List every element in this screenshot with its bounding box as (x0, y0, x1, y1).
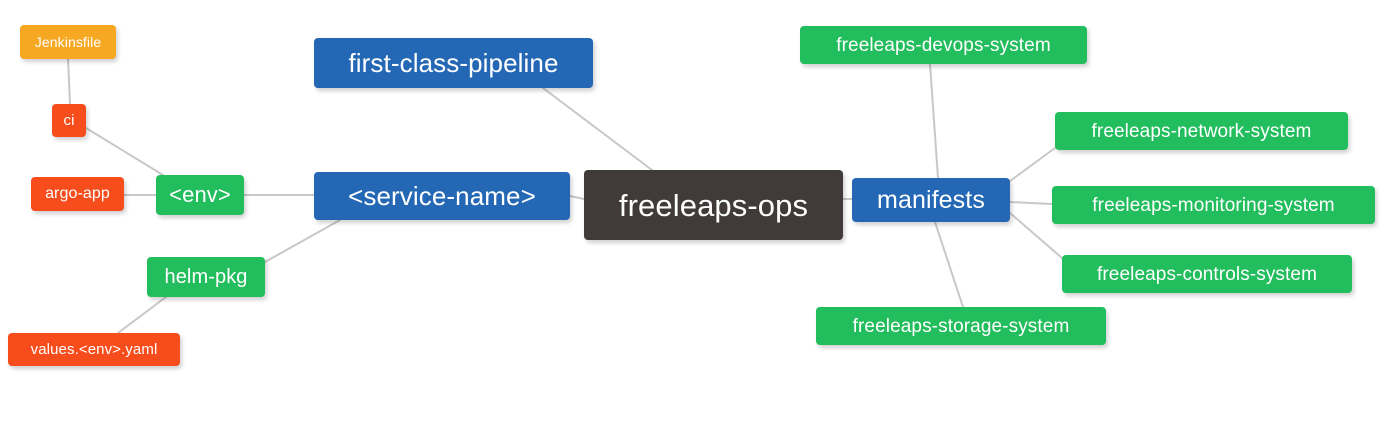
node-label-controls-system: freeleaps-controls-system (1096, 263, 1318, 285)
edge-manifests-to-devops-system (929, 63, 939, 179)
node-label-freeleaps-ops: freeleaps-ops (618, 187, 809, 223)
edge-service-name-to-freeleaps-ops (569, 195, 585, 200)
node-ci[interactable]: ci (52, 104, 86, 137)
node-label-ci: ci (63, 112, 75, 129)
node-service-name[interactable]: <service-name> (314, 172, 570, 220)
node-label-env: <env> (169, 182, 231, 207)
node-label-manifests: manifests (877, 185, 985, 214)
edge-first-class-to-freeleaps-ops (542, 87, 653, 171)
node-label-storage-system: freeleaps-storage-system (852, 315, 1070, 337)
node-label-monitoring-system: freeleaps-monitoring-system (1092, 194, 1335, 216)
node-monitoring-system[interactable]: freeleaps-monitoring-system (1052, 186, 1375, 224)
node-label-helm-pkg: helm-pkg (164, 266, 248, 288)
node-first-class[interactable]: first-class-pipeline (314, 38, 593, 88)
node-env[interactable]: <env> (156, 175, 244, 215)
edge-manifests-to-network-system (1009, 147, 1056, 182)
node-manifests[interactable]: manifests (852, 178, 1010, 222)
node-freeleaps-ops[interactable]: freeleaps-ops (584, 170, 843, 240)
node-argo-app[interactable]: argo-app (31, 177, 124, 211)
node-network-system[interactable]: freeleaps-network-system (1055, 112, 1348, 150)
edge-service-name-to-helm-pkg (264, 219, 341, 263)
edge-jenkinsfile-to-ci (67, 58, 71, 105)
node-label-jenkinsfile: Jenkinsfile (34, 34, 102, 50)
node-label-network-system: freeleaps-network-system (1091, 120, 1312, 142)
node-label-service-name: <service-name> (348, 181, 536, 211)
edge-manifests-to-storage-system (934, 221, 964, 308)
node-storage-system[interactable]: freeleaps-storage-system (816, 307, 1106, 345)
node-jenkinsfile[interactable]: Jenkinsfile (20, 25, 116, 59)
node-controls-system[interactable]: freeleaps-controls-system (1062, 255, 1352, 293)
edge-helm-pkg-to-values-yaml (117, 296, 167, 334)
edge-manifests-to-monitoring-system (1009, 201, 1053, 205)
node-label-values-yaml: values.<env>.yaml (30, 341, 158, 358)
node-label-devops-system: freeleaps-devops-system (836, 34, 1051, 56)
edge-ci-to-env (85, 127, 164, 176)
node-devops-system[interactable]: freeleaps-devops-system (800, 26, 1087, 64)
node-label-argo-app: argo-app (45, 185, 110, 202)
node-values-yaml[interactable]: values.<env>.yaml (8, 333, 180, 366)
node-helm-pkg[interactable]: helm-pkg (147, 257, 265, 297)
node-label-first-class: first-class-pipeline (348, 48, 559, 78)
